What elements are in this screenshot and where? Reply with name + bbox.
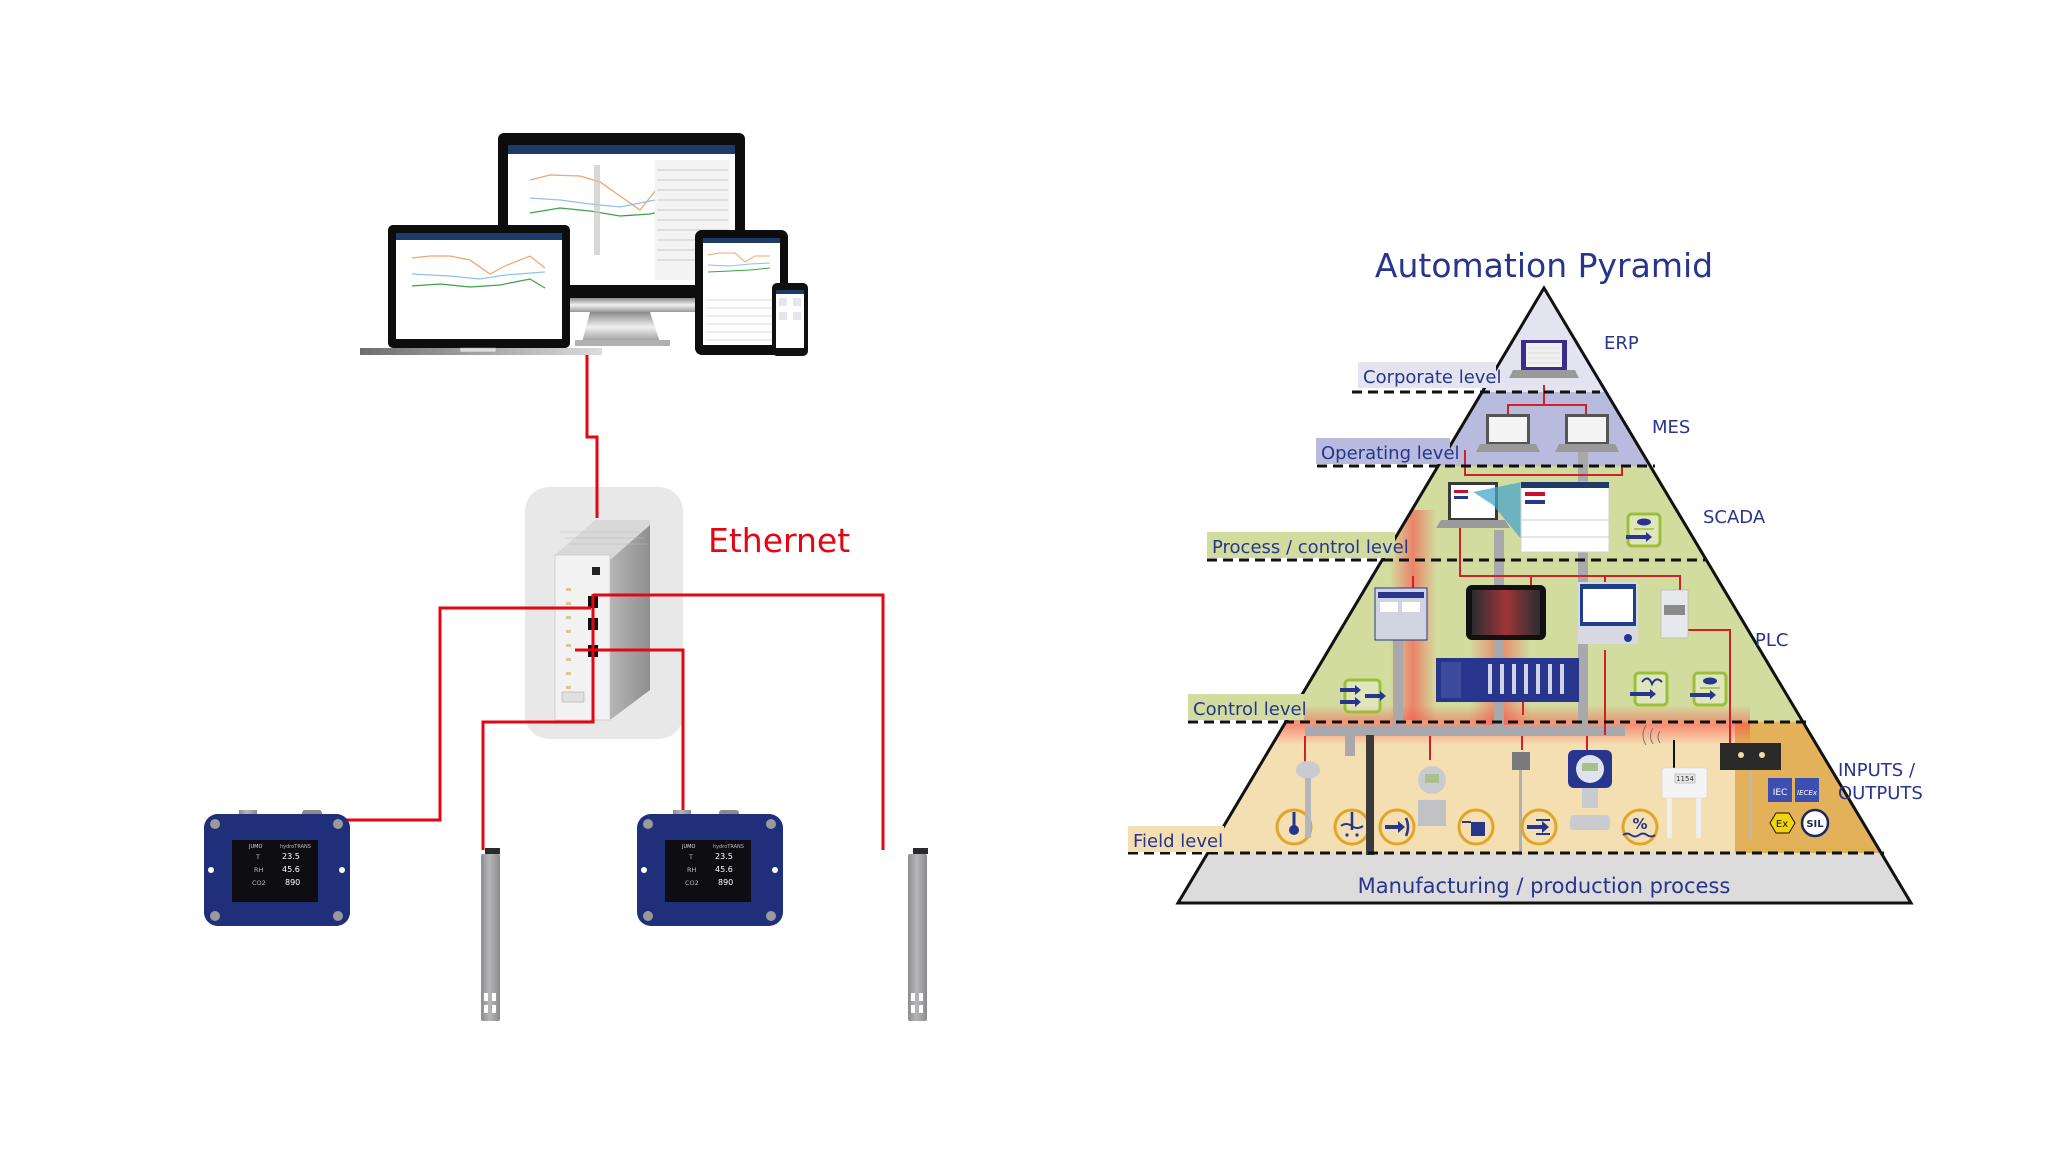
laptop-icon [360,225,602,355]
eye-monitoring-icon [1690,671,1728,707]
iecex-badge: IECEx [1795,778,1819,802]
limit-switch-icon [1720,743,1781,840]
level-icon [1457,808,1495,846]
reading-label: RH [687,866,697,874]
transmitter-brand: JUMO [248,844,262,850]
cable-to-clients [585,355,599,518]
label-corporate-level: Corporate level [1363,367,1502,388]
transmitter-display [232,840,318,902]
label-erp: ERP [1604,333,1639,354]
svg-text:IECEx: IECEx [1797,789,1818,797]
humidity-co2-transmitter-1: JUMO hydroTRANS T 23.5 RH 45.6 CO2 890 [204,810,350,926]
label-plc: PLC [1755,630,1788,651]
right-system-labels: ERP MES SCADA PLC INPUTS / OUTPUTS [1604,333,1923,804]
smartphone-icon [772,283,808,356]
humidity-probe-1 [481,848,500,1021]
scada-screen-icon [1520,481,1610,553]
reading-value: 890 [285,878,300,887]
iec-badge: IEC [1768,778,1792,802]
cable-to-transmitter-1 [307,606,591,822]
band-process [1178,853,1911,903]
ex-badge: Ex [1769,812,1796,834]
recorder-icon [1578,582,1638,644]
plc-rack-icon [1436,658,1579,702]
tablet-icon [695,230,788,355]
erp-laptop-icon [1509,340,1579,378]
wireless-signal-icon [1642,724,1661,746]
label-control-level: Control level [1193,699,1307,720]
reading-value: 23.5 [282,852,300,861]
reading-value: 890 [718,878,733,887]
transmitter-model: hydroTRANS [280,844,311,850]
svg-text:%: % [1632,815,1647,833]
ethernet-cables [307,355,885,850]
transmitter-model: hydroTRANS [713,844,744,850]
svg-text:Ex: Ex [1776,819,1788,830]
din-module-icon [1660,589,1689,639]
svg-text:IEC: IEC [1773,788,1788,798]
transmitter-brand: JUMO [681,844,695,850]
reading-value: 23.5 [715,852,733,861]
flow-icon [1520,808,1558,846]
level-dividers [1128,390,1884,855]
label-scada: SCADA [1703,507,1766,528]
humidity-percent-icon: % [1621,808,1659,846]
pressure-icon [1378,808,1416,846]
reading-label: T [255,853,260,861]
level-probe-icon [1512,752,1530,855]
cable-to-transmitter-2b [592,648,685,815]
wiring [1304,385,1731,765]
label-manufacturing-process: Manufacturing / production process [1358,874,1731,898]
label-mes: MES [1652,417,1690,438]
left-level-labels: Corporate level Operating level Process … [1128,362,1502,852]
eye-monitoring-icon [1626,512,1662,548]
pyramid-bands: % 1154 IEC IECEx [1178,288,1911,903]
ethernet-label: Ethernet [708,521,850,560]
reading-value: 45.6 [715,865,733,874]
client-devices [360,133,808,356]
temperature-sensor-icon [1296,761,1320,838]
reading-label: T [688,853,693,861]
reading-label: CO2 [685,879,699,887]
mes-laptop-icon [1476,414,1540,452]
cable-to-probe-2 [593,593,885,850]
label-outputs: OUTPUTS [1838,783,1923,804]
label-operating-level: Operating level [1321,443,1460,464]
svg-text:SIL: SIL [1806,819,1824,830]
controller-panel-icon [1374,587,1428,641]
control-arrows-icon [1340,678,1386,714]
scada-laptop-icon [1436,482,1522,540]
label-process-control-level: Process / control level [1212,537,1409,558]
humidity-co2-transmitter-2: JUMO hydroTRANS T 23.5 RH 45.6 CO2 890 [637,810,783,926]
pyramid-title: Automation Pyramid [1375,246,1713,285]
flow-meter-icon [1568,750,1612,830]
reading-value: 45.6 [282,865,300,874]
mes-laptop-icon [1555,414,1619,452]
reading-label: CO2 [252,879,266,887]
switching-icon [1630,671,1669,707]
humidity-probe-2 [908,848,928,1021]
pyramid-outline [1175,285,1914,905]
ph-electrode-icon [1366,735,1374,855]
touch-panel-icon [1466,585,1546,640]
label-inputs: INPUTS / [1838,760,1916,781]
label-field-level: Field level [1133,831,1223,852]
din-rail-switch-icon [554,520,650,721]
reading-label: RH [254,866,264,874]
wireless-sensor-display: 1154 [1676,775,1694,783]
cable-to-probe-1 [481,594,595,850]
pressure-transmitter-icon [1418,766,1446,826]
sil-badge: SIL [1800,808,1830,838]
wireless-sensor-icon: 1154 [1661,740,1708,838]
ethernet-switch [525,487,683,739]
